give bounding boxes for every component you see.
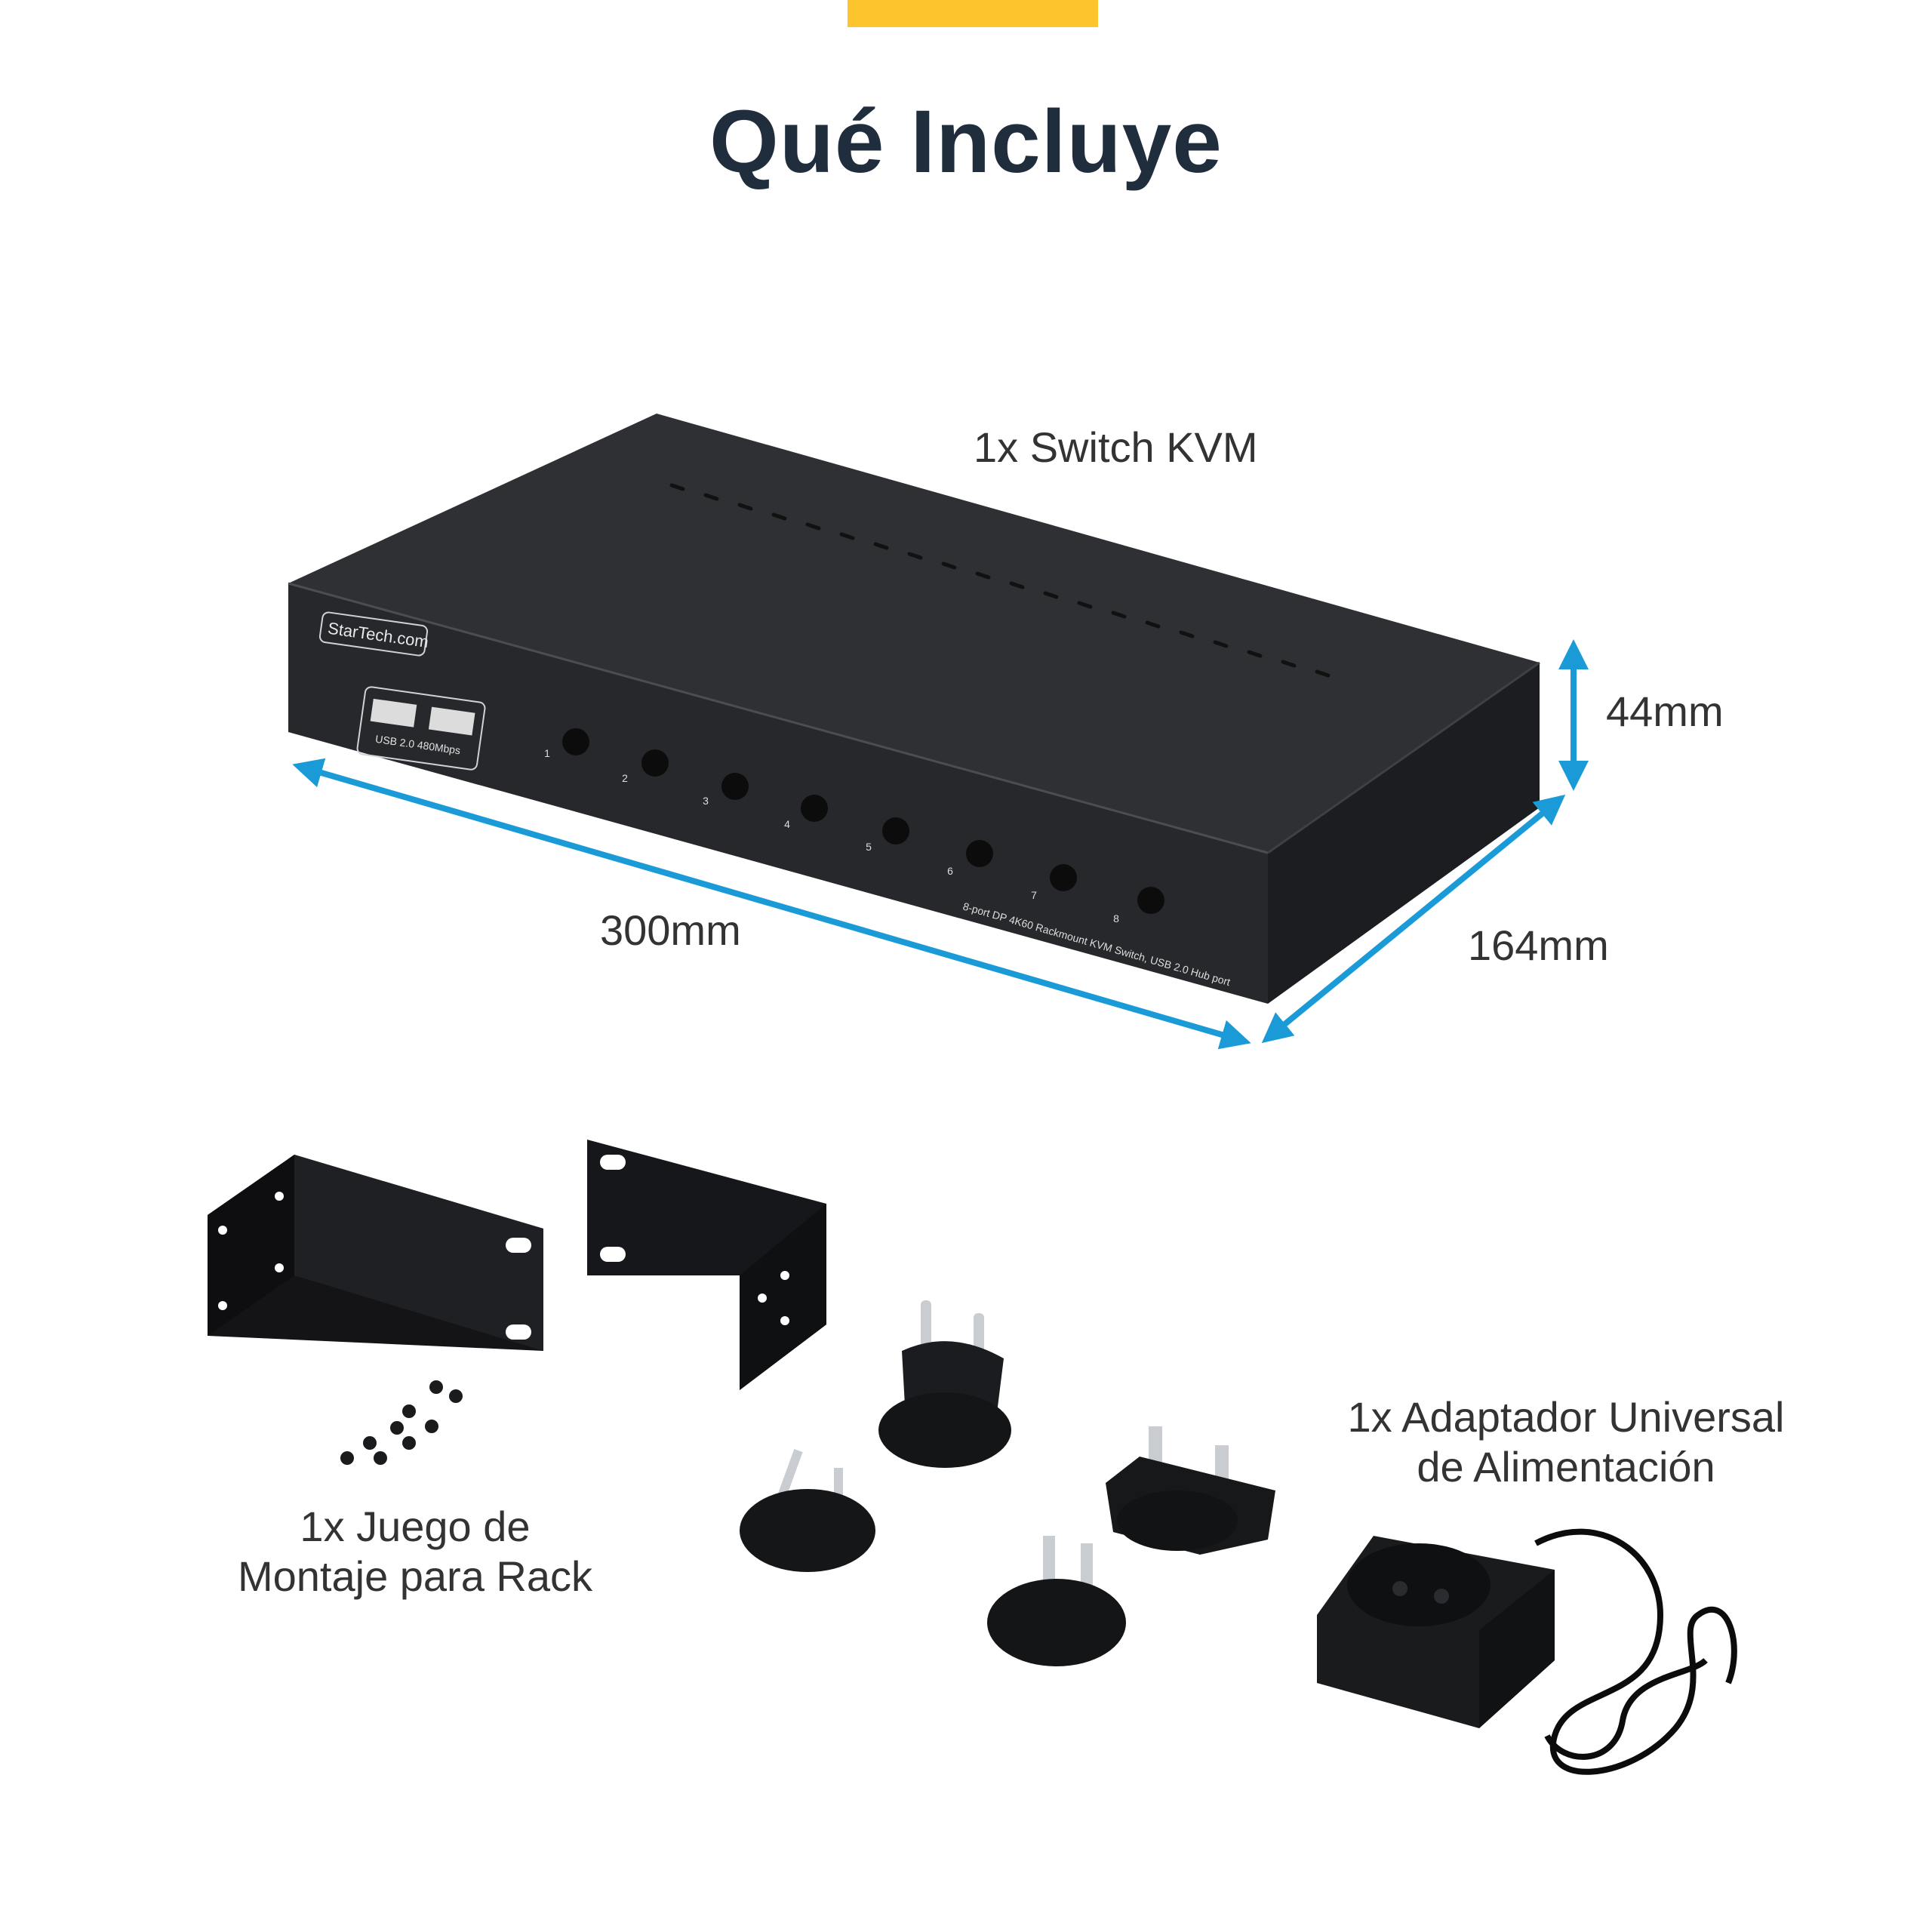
port-number-3: 3 — [703, 795, 709, 807]
height-dimension: 44mm — [1606, 688, 1724, 735]
rack-kit-label-line2: Montaje para Rack — [237, 1552, 592, 1600]
port-number-6: 6 — [947, 865, 953, 877]
startech-logo — [318, 611, 429, 657]
screws — [340, 1380, 463, 1465]
port-button-6[interactable] — [966, 840, 993, 867]
rack-bracket-right — [587, 1140, 826, 1390]
port-number-4: 4 — [784, 818, 790, 830]
width-arrow — [292, 758, 1251, 1050]
port-button-4[interactable] — [801, 795, 828, 822]
page-title: Qué Incluye — [709, 92, 1223, 192]
port-button-3[interactable] — [721, 773, 749, 800]
plug-adapter-au — [740, 1449, 875, 1572]
usb-port-2 — [428, 706, 475, 736]
port-button-7[interactable] — [1050, 864, 1077, 891]
power-adapter-label: 1x Adaptador Universal de Alimentación — [1309, 1392, 1823, 1492]
usb-port-1 — [370, 698, 417, 728]
kvm-switch: StarTech.com USB 2.0 480Mbps 1 2 3 4 5 6… — [288, 414, 1540, 1004]
port-button-5[interactable] — [882, 817, 909, 844]
rack-bracket-left — [208, 1155, 543, 1351]
depth-arrow — [1261, 794, 1566, 1044]
width-dimension: 300mm — [600, 906, 741, 954]
port-button-8[interactable] — [1137, 887, 1164, 914]
kvm-top-panel — [288, 414, 1540, 853]
vent-slots — [669, 483, 1331, 678]
rack-kit-label-line1: 1x Juego de — [300, 1503, 531, 1550]
depth-dimension: 164mm — [1468, 921, 1609, 969]
power-adapter-label-line2: de Alimentación — [1417, 1443, 1715, 1491]
plug-adapter-us — [987, 1536, 1126, 1666]
power-adapter — [1317, 1528, 1737, 1775]
dimension-arrows — [292, 639, 1589, 1050]
plug-adapter-eu — [878, 1300, 1011, 1468]
accent-bar — [848, 0, 1098, 27]
port-number-7: 7 — [1031, 889, 1037, 901]
rack-kit-label: 1x Juego de Montaje para Rack — [189, 1502, 641, 1601]
port-number-1: 1 — [544, 747, 550, 759]
port-number-8: 8 — [1113, 912, 1119, 924]
power-adapter-label-line1: 1x Adaptador Universal — [1347, 1393, 1785, 1441]
port-number-5: 5 — [866, 841, 872, 853]
plug-adapter-uk — [1106, 1426, 1275, 1555]
port-button-1[interactable] — [562, 728, 589, 755]
port-number-2: 2 — [622, 772, 628, 784]
port-button-2[interactable] — [641, 749, 669, 777]
kvm-switch-label: 1x Switch KVM — [974, 423, 1258, 471]
